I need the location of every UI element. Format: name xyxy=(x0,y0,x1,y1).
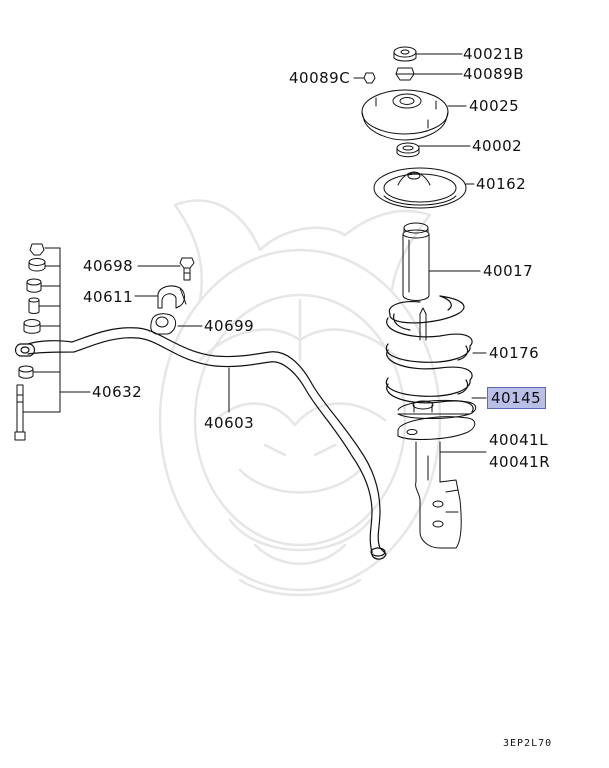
label-40176[interactable]: 40176 xyxy=(489,344,540,362)
spring-pad-40145 xyxy=(397,399,477,419)
bump-cap-40021B xyxy=(393,46,417,62)
label-40017[interactable]: 40017 xyxy=(483,262,534,280)
label-40145-highlighted[interactable]: 40145 xyxy=(487,387,547,409)
spring-seat-40162 xyxy=(373,167,467,209)
strut-mount-40025 xyxy=(361,89,449,141)
label-40632[interactable]: 40632 xyxy=(92,383,143,401)
stabilizer-bar-40603 xyxy=(14,327,387,560)
nut-40089C xyxy=(363,72,376,84)
bushing-40699 xyxy=(150,313,177,335)
label-40089C[interactable]: 40089C xyxy=(289,69,351,87)
bracket-40611 xyxy=(157,285,187,309)
watermark-emblem xyxy=(158,199,442,597)
label-40025[interactable]: 40025 xyxy=(469,97,520,115)
label-40041L[interactable]: 40041L xyxy=(489,431,549,449)
diagram-code: 3EP2L70 xyxy=(503,738,553,749)
coil-spring-40176 xyxy=(385,295,474,413)
label-40041R[interactable]: 40041R xyxy=(489,453,551,471)
label-40002[interactable]: 40002 xyxy=(472,137,523,155)
label-40699[interactable]: 40699 xyxy=(204,317,255,335)
label-40698[interactable]: 40698 xyxy=(83,257,134,275)
dust-boot-40017 xyxy=(402,222,430,301)
bearing-40002 xyxy=(396,142,420,158)
bolt-40698 xyxy=(179,257,195,281)
label-40089B[interactable]: 40089B xyxy=(463,65,525,83)
label-40162[interactable]: 40162 xyxy=(476,175,527,193)
piston-rod xyxy=(412,307,434,413)
label-40603[interactable]: 40603 xyxy=(204,414,255,432)
label-40611[interactable]: 40611 xyxy=(83,288,134,306)
strut-body-40041 xyxy=(397,416,476,549)
label-40021B[interactable]: 40021B xyxy=(463,45,525,63)
stabilizer-link-assembly-40632 xyxy=(14,243,91,441)
nut-40089B xyxy=(395,67,415,81)
